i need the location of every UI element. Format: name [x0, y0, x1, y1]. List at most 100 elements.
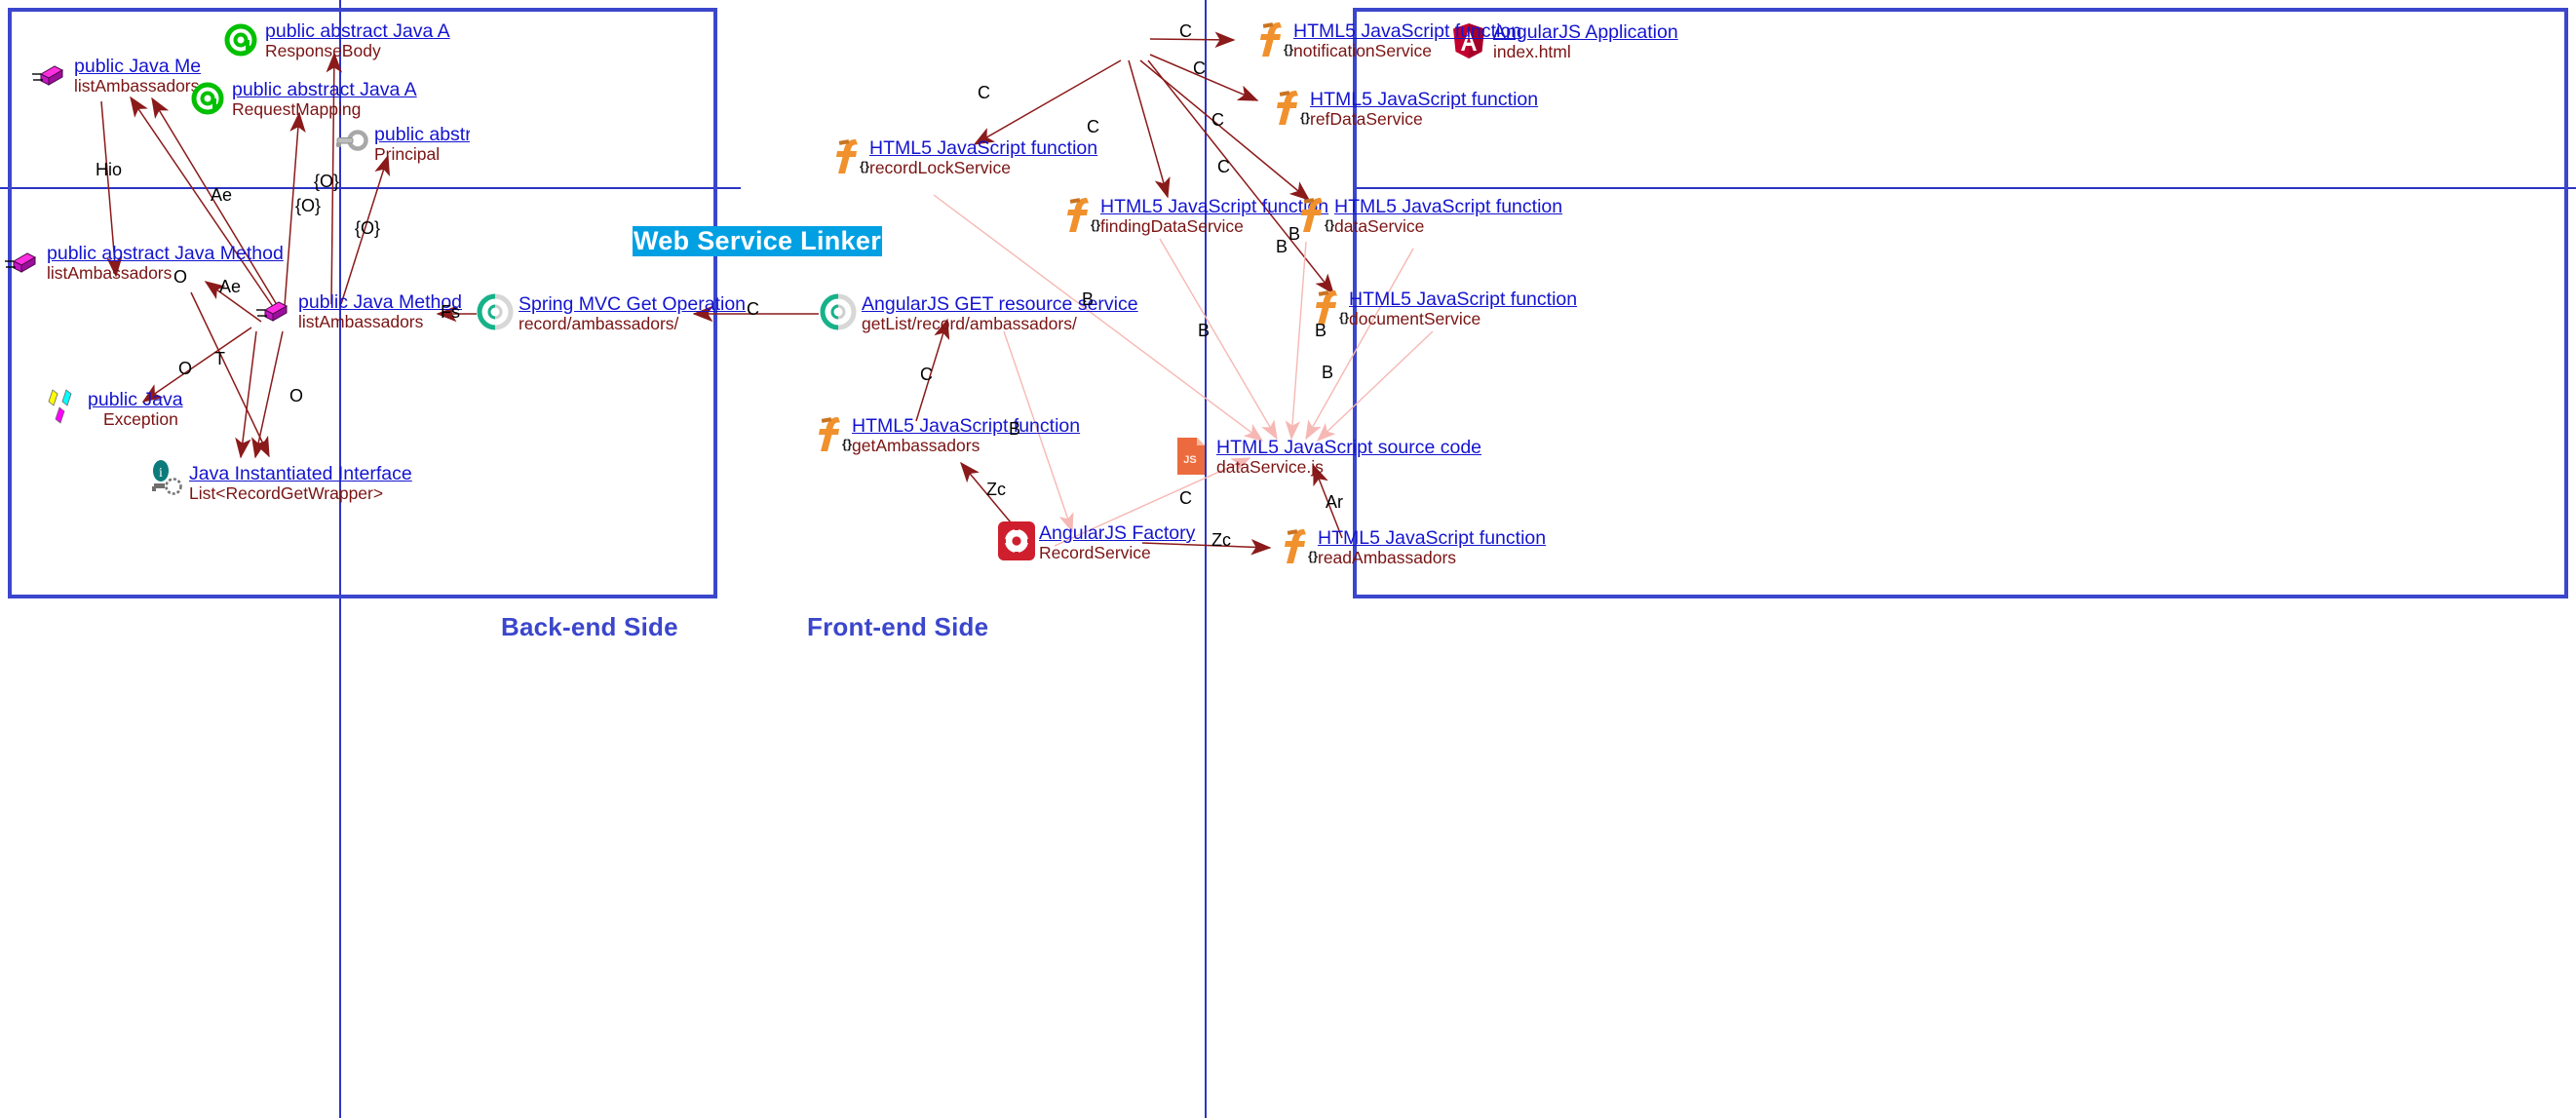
node-title: HTML5 JavaScript function — [869, 137, 1098, 159]
node-fe-angularjs-application[interactable]: AngularJS Application index.html — [1450, 21, 1678, 61]
svg-text:{}: {} — [1325, 217, 1334, 232]
node-subtitle: listAmbassadors — [47, 263, 173, 284]
svg-text:{}: {} — [842, 437, 852, 451]
node-subtitle: listAmbassadors — [74, 76, 200, 96]
guide-line-vertical-right — [1205, 0, 1207, 1118]
js-function-icon: {} — [1291, 195, 1334, 232]
js-function-icon: {} — [1057, 195, 1100, 232]
node-subtitle: dataService — [1334, 216, 1425, 237]
edge-label-o-6: O — [289, 386, 304, 405]
node-fe-findingdata-service[interactable]: {} HTML5 JavaScript function findingData… — [1057, 195, 1328, 236]
svg-text:{}: {} — [1091, 217, 1100, 232]
node-subtitle: ResponseBody — [265, 41, 381, 61]
edge-label-fe-b-8: C — [1179, 488, 1192, 508]
node-be-exception[interactable]: public Java Exception — [45, 388, 183, 429]
java-method-icon — [31, 57, 68, 94]
node-fe-recordlock-service[interactable]: {} HTML5 JavaScript function recordLockS… — [827, 136, 1097, 177]
svg-text:i: i — [159, 466, 163, 481]
java-annotation-icon — [222, 21, 259, 58]
node-title: public Java Method — [298, 291, 463, 313]
node-be-method-top-text: public Java Me listAmbassadors — [74, 57, 201, 96]
js-function-icon: {} — [1306, 288, 1349, 325]
node-fe-refdata-service[interactable]: {} HTML5 JavaScript function refDataServ… — [1267, 88, 1538, 129]
node-title: public Java — [88, 389, 183, 410]
java-method-icon — [255, 292, 292, 329]
node-be-spring-mvc-text: Spring MVC Get Operation record/ambassad… — [519, 293, 746, 334]
node-title: HTML5 JavaScript source code — [1216, 437, 1482, 458]
node-fe-getambassadors-text: HTML5 JavaScript function getAmbassadors — [852, 415, 1080, 455]
node-title: AngularJS Factory — [1039, 522, 1196, 544]
svg-text:{}: {} — [1284, 42, 1293, 57]
node-be-annotation-requestmapping[interactable]: public abstract Java A RequestMapping — [189, 79, 417, 120]
node-fe-read-ambassadors[interactable]: {} HTML5 JavaScript function readAmbassa… — [1275, 526, 1546, 567]
edge-label-fe-c-2: C — [1193, 58, 1206, 78]
node-fe-get-ambassadors[interactable]: {} HTML5 JavaScript function getAmbassad… — [809, 414, 1080, 455]
node-title: AngularJS Application — [1493, 21, 1678, 43]
backend-panel — [8, 8, 717, 598]
node-be-spring-mvc-get-operation[interactable]: Spring MVC Get Operation record/ambassad… — [476, 292, 746, 333]
edge-label-fe-zc-1: Zc — [986, 480, 1006, 499]
node-be-interface[interactable]: i Java Instantiated Interface List<Recor… — [146, 460, 412, 503]
svg-text:{}: {} — [1308, 549, 1318, 563]
edge-label-fe-ar: Ar — [1326, 492, 1343, 512]
java-exception-icon — [45, 388, 82, 425]
node-title: HTML5 JavaScript function — [1100, 196, 1329, 217]
node-be-principal-text: public abstract Principal — [374, 125, 470, 164]
edge-label-fe-b-7: B — [1009, 419, 1021, 439]
frontend-panel-label: Front-end Side — [807, 612, 989, 641]
java-interface-icon: i — [146, 460, 183, 497]
node-fe-notification-service[interactable]: {} HTML5 JavaScript function notificatio… — [1250, 19, 1521, 60]
node-be-interface-text: Java Instantiated Interface List<RecordG… — [189, 463, 412, 503]
js-function-icon: {} — [809, 414, 852, 451]
java-annotation-icon — [189, 80, 226, 117]
web-service-linker-banner: Web Service Linker — [633, 226, 882, 256]
edge-label-o-5: O — [178, 359, 193, 378]
edge-label-fe-b-5: B — [1315, 321, 1327, 340]
node-subtitle: record/ambassadors/ — [519, 314, 679, 334]
node-be-exception-text: public Java Exception — [88, 389, 183, 429]
edge-label-fs: Fs — [441, 302, 460, 322]
node-fe-document-service[interactable]: {} HTML5 JavaScript function documentSer… — [1306, 288, 1577, 328]
node-subtitle: RecordService — [1039, 543, 1151, 563]
edge-label-fe-b-3: B — [1082, 289, 1095, 309]
node-fe-readambassadors-text: HTML5 JavaScript function readAmbassador… — [1318, 527, 1547, 567]
edge-label-fe-b-6: B — [1322, 363, 1334, 382]
node-title: public abstract — [374, 125, 470, 145]
node-fe-document-text: HTML5 JavaScript function documentServic… — [1349, 289, 1577, 328]
node-be-annotation-responsebody-text: public abstract Java A ResponseBody — [265, 20, 450, 61]
node-subtitle: Principal — [374, 144, 441, 164]
edge-label-fe-c-7: C — [920, 365, 933, 384]
edge-label-fe-b-4: B — [1198, 321, 1211, 340]
node-subtitle: documentService — [1349, 309, 1481, 329]
node-be-annotation-responsebody[interactable]: public abstract Java A ResponseBody — [222, 20, 450, 61]
svg-text:JS: JS — [1183, 454, 1196, 466]
edge-label-o-4: O — [173, 267, 188, 287]
node-title: public abstract Java Method — [47, 243, 284, 264]
node-fe-data-service[interactable]: {} HTML5 JavaScript function dataService — [1291, 195, 1562, 236]
node-fe-get-resource-service[interactable]: AngularJS GET resource service getList/r… — [819, 292, 1138, 333]
node-title: public Java Me — [74, 57, 202, 77]
node-subtitle: RequestMapping — [232, 99, 362, 120]
rest-operation-icon — [819, 292, 857, 330]
node-fe-findingdata-text: HTML5 JavaScript function findingDataSer… — [1100, 196, 1329, 236]
node-be-principal[interactable]: public abstract Principal — [331, 125, 470, 164]
node-fe-notification-text: HTML5 JavaScript function notificationSe… — [1293, 20, 1521, 60]
angularjs-factory-icon — [996, 520, 1035, 560]
node-fe-sourcecode-text: HTML5 JavaScript source code dataService… — [1216, 437, 1482, 477]
node-title: public abstract Java A — [265, 20, 450, 42]
angularjs-icon — [1450, 21, 1487, 58]
js-file-icon: JS — [1173, 436, 1211, 475]
node-fe-angularjs-factory[interactable]: AngularJS Factory RecordService — [996, 520, 1195, 562]
node-title: AngularJS GET resource service — [862, 293, 1138, 315]
node-be-method-main[interactable]: public Java Method listAmbassadors — [255, 291, 463, 331]
node-subtitle: index.html — [1493, 42, 1571, 62]
node-title: HTML5 JavaScript function — [1349, 289, 1578, 310]
node-be-abstract-method[interactable]: public abstract Java Method listAmbassad… — [4, 243, 284, 284]
node-fe-refdata-text: HTML5 JavaScript function refDataService — [1310, 89, 1538, 129]
backend-panel-label: Back-end Side — [501, 612, 678, 641]
node-fe-source-code[interactable]: JS HTML5 JavaScript source code dataServ… — [1173, 436, 1481, 477]
node-title: HTML5 JavaScript function — [1318, 527, 1547, 549]
node-be-method-top[interactable]: public Java Me listAmbassadors — [31, 57, 226, 96]
edge-label-ae-2: Ae — [219, 277, 242, 296]
